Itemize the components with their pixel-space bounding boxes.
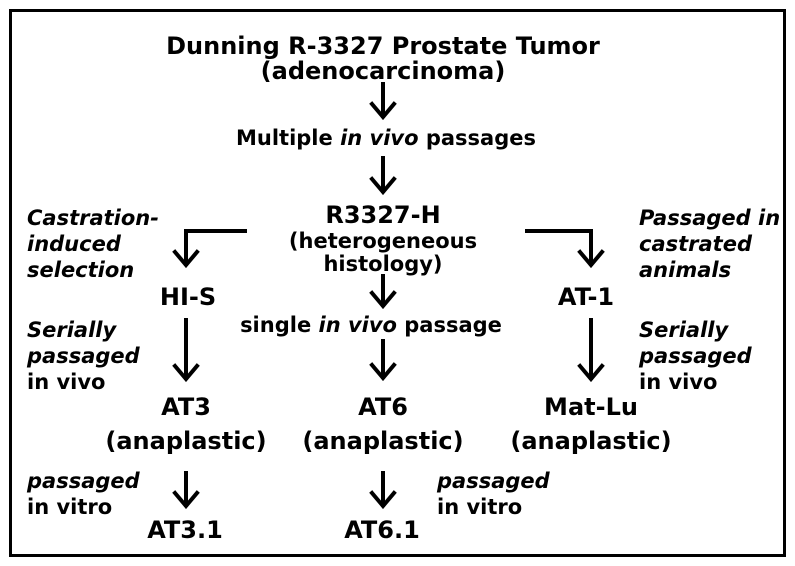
at6-name: AT6	[358, 393, 408, 421]
step-multiple-passages: Multiple in vivo passages	[235, 126, 537, 150]
left-serial-line-3: in vivo	[27, 370, 106, 394]
left-note-line-3: selection	[27, 258, 135, 282]
at3-type: (anaplastic)	[105, 427, 267, 455]
right-serial-line-1: Serially	[639, 318, 729, 342]
arrow-at1-to-matlu	[577, 318, 605, 383]
left-vitro-line-1: passaged	[27, 469, 140, 493]
mid-vitro-line-1: passaged	[437, 469, 550, 493]
mid-vitro-line-2: in vitro	[437, 495, 523, 519]
at1-label: AT-1	[557, 283, 615, 311]
his-label: HI-S	[159, 283, 217, 311]
r3327h-desc-line-2: histology)	[323, 252, 443, 276]
arrow-r3327h-to-his	[172, 229, 247, 269]
at31-label: AT3.1	[147, 516, 223, 544]
arrow-title-to-multiple	[369, 82, 397, 121]
right-note-line-2: castrated	[639, 232, 752, 256]
r3327h-desc-line-1: (heterogeneous	[288, 229, 478, 253]
at6-type: (anaplastic)	[302, 427, 464, 455]
right-serial-line-3: in vivo	[639, 370, 718, 394]
left-vitro-line-2: in vitro	[27, 495, 113, 519]
title-line-2: (adenocarcinoma)	[260, 57, 506, 85]
left-note-line-1: Castration-	[27, 206, 159, 230]
step-single-passage: single in vivo passage	[240, 313, 502, 337]
arrow-at3-to-at31	[172, 471, 200, 510]
left-serial-line-1: Serially	[27, 318, 117, 342]
left-note-line-2: induced	[27, 232, 121, 256]
arrow-single-to-at6	[369, 339, 397, 382]
at3-name: AT3	[161, 393, 211, 421]
left-serial-line-2: passaged	[27, 344, 140, 368]
diagram-frame	[9, 9, 786, 557]
arrow-at6-to-at61	[369, 471, 397, 510]
arrow-his-to-at3	[172, 318, 200, 383]
right-serial-line-2: passaged	[639, 344, 752, 368]
arrow-r3327h-to-single	[369, 274, 397, 310]
at61-label: AT6.1	[344, 516, 420, 544]
r3327h-name: R3327-H	[325, 201, 441, 229]
right-note-line-1: Passaged in	[639, 206, 781, 230]
right-note-line-3: animals	[639, 258, 732, 282]
arrow-r3327h-to-at1	[525, 229, 605, 269]
matlu-type: (anaplastic)	[510, 427, 672, 455]
title-line-1: Dunning R-3327 Prostate Tumor	[166, 32, 600, 60]
matlu-name: Mat-Lu	[544, 393, 638, 421]
arrow-multiple-to-r3327h	[369, 156, 397, 196]
